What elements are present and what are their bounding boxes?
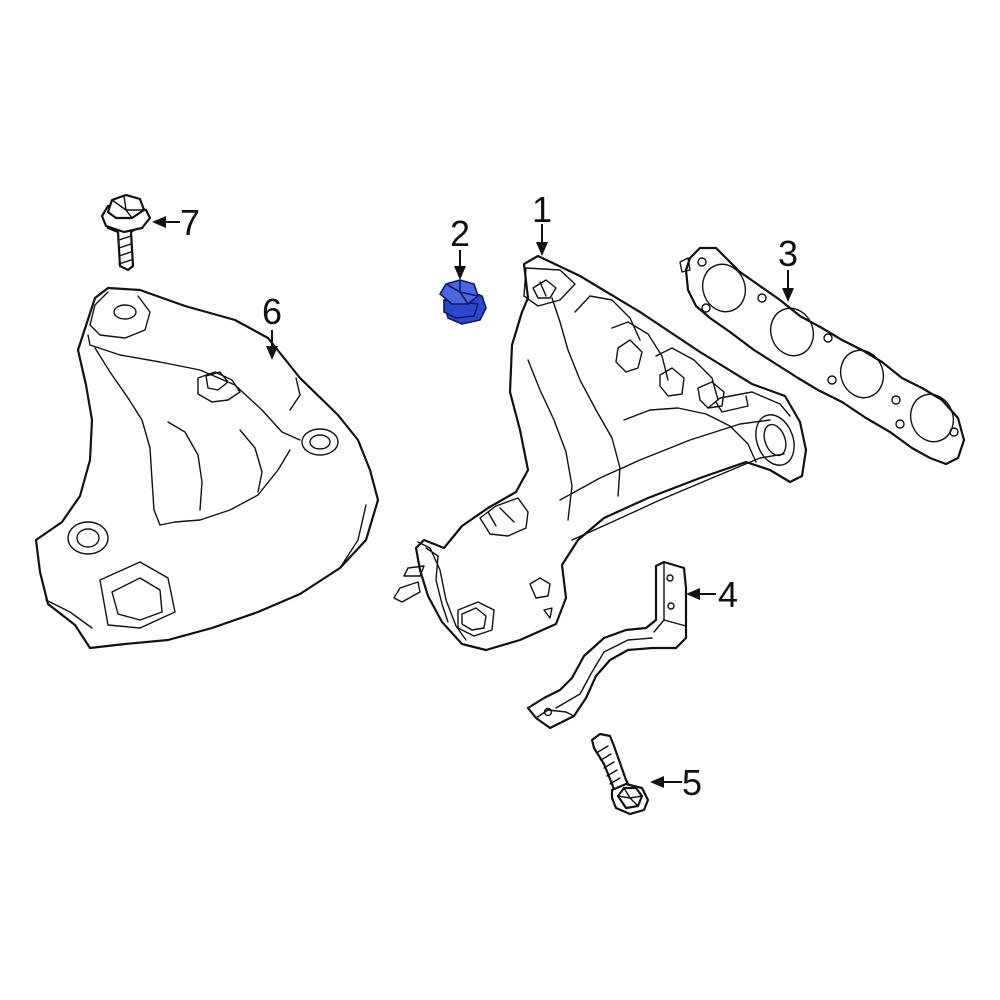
- callout-1: 1: [532, 189, 552, 256]
- callout-number-3: 3: [778, 233, 798, 274]
- callout-4: 4: [686, 574, 738, 615]
- heat-shield-bolt[interactable]: [100, 193, 152, 272]
- callout-number-6: 6: [262, 291, 282, 332]
- support-bracket[interactable]: [526, 560, 688, 730]
- callout-7: 7: [152, 202, 200, 243]
- callout-number-4: 4: [718, 574, 738, 615]
- callout-number-2: 2: [450, 213, 470, 254]
- callout-2: 2: [450, 213, 470, 280]
- flange-nut[interactable]: [439, 279, 487, 325]
- callout-number-5: 5: [682, 762, 702, 803]
- bracket-bolt[interactable]: [590, 732, 650, 816]
- callout-3: 3: [778, 233, 798, 302]
- exhaust-manifold[interactable]: [393, 254, 808, 652]
- callout-5: 5: [650, 762, 702, 803]
- heat-shield[interactable]: [34, 286, 380, 650]
- manifold-gasket[interactable]: [679, 246, 966, 466]
- callout-number-1: 1: [532, 189, 552, 230]
- callout-6: 6: [262, 291, 282, 360]
- callout-number-7: 7: [180, 202, 200, 243]
